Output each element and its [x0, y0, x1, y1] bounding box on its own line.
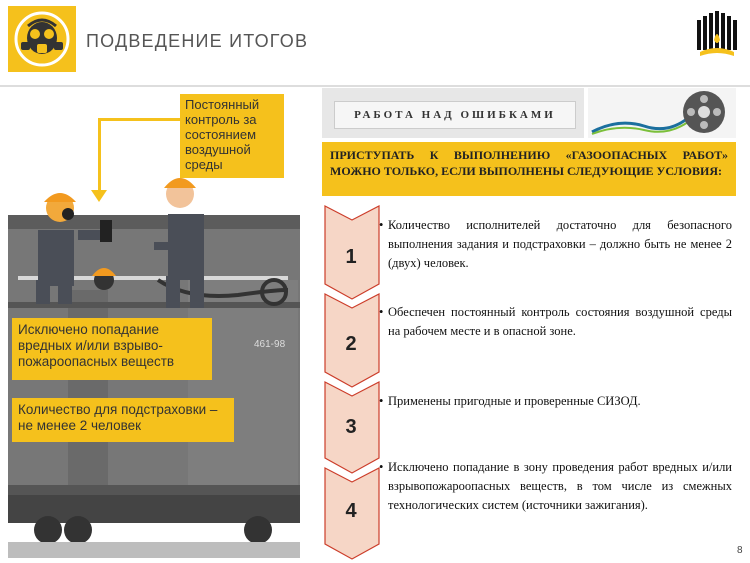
step-number-1: 1 — [345, 246, 357, 268]
page-number: 8 — [737, 545, 743, 556]
chevron-step-2 — [324, 293, 380, 388]
step-text-4: •Исключено попадание в зону проведения р… — [379, 460, 732, 512]
step-number-2: 2 — [345, 333, 357, 355]
page-title: ПОДВЕДЕНИЕ ИТОГОВ — [86, 31, 309, 51]
bullet-icon: • — [379, 394, 384, 408]
bullet-icon: • — [379, 218, 384, 232]
step-text-2: •Обеспечен постоянный контроль состояния… — [379, 305, 732, 338]
film-reel-icon — [588, 88, 736, 138]
chevron-step-4 — [324, 467, 380, 560]
backup-count-label: Количество для подстраховки – не менее 2… — [12, 398, 234, 442]
film-reel-image — [588, 88, 736, 138]
steps-chevron-column — [324, 205, 380, 560]
step-text-1: •Количество исполнителей достаточно для … — [379, 218, 732, 270]
step-number-4: 4 — [345, 500, 357, 522]
chevron-step-1 — [324, 205, 380, 300]
excluded-substances-label: Исключено попадание вредных и/или взрыво… — [12, 318, 212, 380]
rosneft-logo — [694, 10, 740, 62]
callout-arrow-vertical — [98, 118, 101, 198]
callout-arrow-horizontal — [98, 118, 182, 121]
conditions-header: ПРИСТУПАТЬ К ВЫПОЛНЕНИЮ «ГАЗООПАСНЫХ РАБ… — [322, 142, 736, 196]
air-control-callout: Постоянный контроль за состоянием воздуш… — [180, 94, 284, 178]
callout-arrow-head — [91, 190, 107, 202]
errors-panel-label: РАБОТА НАД ОШИБКАМИ — [334, 101, 576, 129]
step-text-3: •Применены пригодные и проверенные СИЗОД… — [379, 392, 732, 411]
gas-mask-icon — [14, 11, 70, 67]
bullet-icon: • — [379, 305, 384, 319]
header-divider — [0, 85, 750, 87]
step-number-3: 3 — [345, 416, 357, 438]
gas-mask-logo — [8, 6, 76, 72]
bullet-icon: • — [379, 460, 384, 474]
tank-number: 461-98 — [254, 339, 286, 350]
chevron-step-3 — [324, 381, 380, 474]
